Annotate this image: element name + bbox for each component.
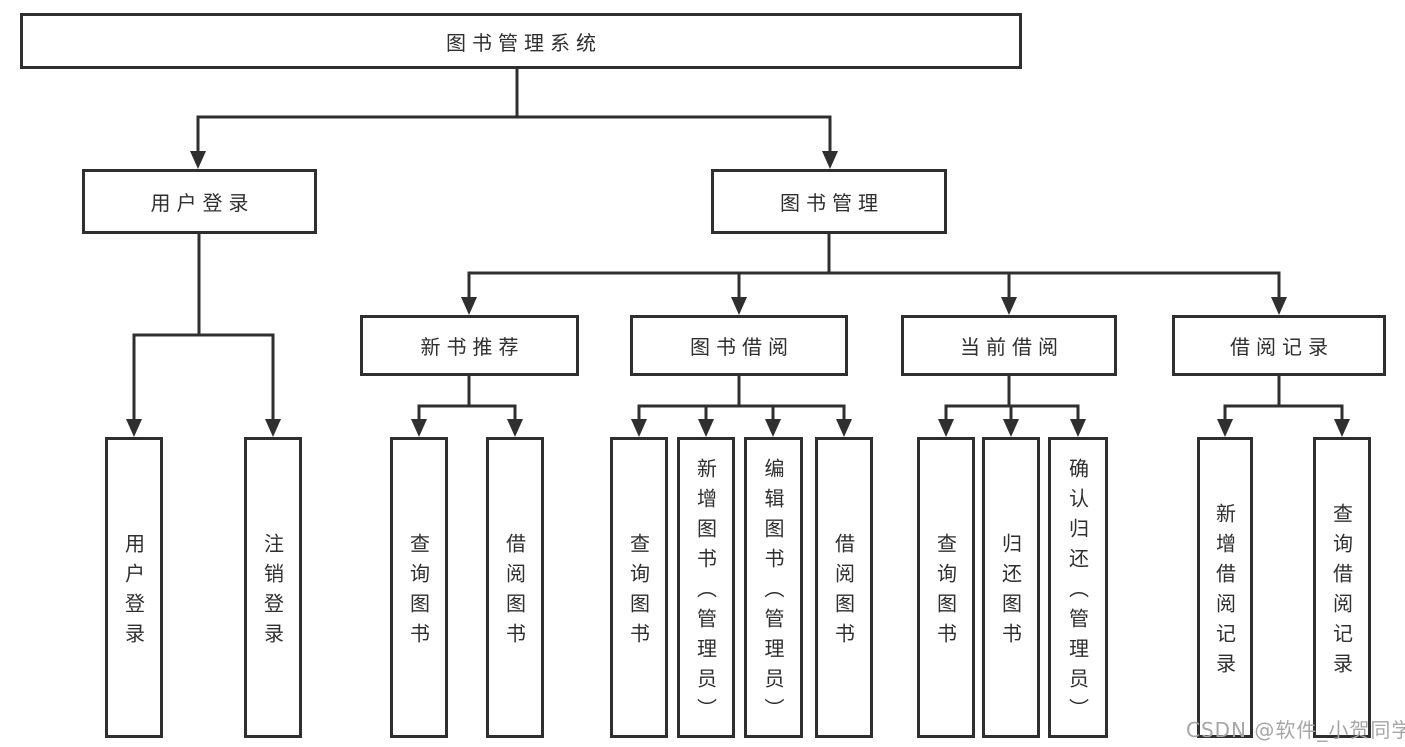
leaf-label: 查询借阅记录 <box>1329 502 1354 683</box>
leaf-recommend-borrow-books: 借阅图书 <box>486 437 544 738</box>
node-label: 新书推荐 <box>420 335 525 359</box>
leaf-borrowing-add-books-admin: 新增图书（管理员） <box>677 437 735 738</box>
node-borrowing-records: 借阅记录 <box>1172 315 1386 376</box>
leaf-label: 注销登录 <box>260 532 285 653</box>
node-new-book-recommend: 新书推荐 <box>360 315 579 376</box>
node-user-login: 用户登录 <box>82 169 317 234</box>
leaf-label: 用户登录 <box>121 532 146 653</box>
node-system-root: 图书管理系统 <box>20 13 1022 69</box>
leaf-records-query-record: 查询借阅记录 <box>1313 437 1371 738</box>
node-label: 用户登录 <box>150 191 255 215</box>
leaf-current-query-books: 查询图书 <box>917 437 975 738</box>
node-current-borrowing: 当前借阅 <box>901 315 1117 376</box>
node-label: 图书管理系统 <box>446 30 602 55</box>
leaf-borrowing-edit-books-admin: 编辑图书（管理员） <box>744 437 803 738</box>
leaf-label: 借阅图书 <box>831 532 856 653</box>
leaf-label: 借阅图书 <box>502 532 527 653</box>
leaf-label: 新增借阅记录 <box>1212 502 1237 683</box>
node-label: 图书借阅 <box>690 335 794 359</box>
leaf-borrowing-query-books: 查询图书 <box>610 437 668 738</box>
leaf-logout: 注销登录 <box>244 437 302 738</box>
leaf-records-add-record: 新增借阅记录 <box>1197 437 1253 738</box>
node-label: 借阅记录 <box>1230 335 1334 359</box>
leaf-label: 归还图书 <box>998 532 1023 653</box>
node-book-management: 图书管理 <box>711 169 947 234</box>
node-book-borrowing: 图书借阅 <box>630 315 848 376</box>
node-label: 图书管理 <box>780 191 884 215</box>
leaf-label: 查询图书 <box>626 532 651 653</box>
csdn-watermark: CSDN @软件_小贺同学 <box>1186 718 1405 742</box>
node-label: 当前借阅 <box>960 335 1064 359</box>
leaf-borrowing-borrow-books: 借阅图书 <box>815 437 873 738</box>
leaf-label: 确认归还（管理员） <box>1065 457 1090 728</box>
leaf-label: 新增图书（管理员） <box>693 457 718 728</box>
leaf-label: 查询图书 <box>933 532 958 653</box>
leaf-user-login: 用户登录 <box>105 437 163 738</box>
leaf-recommend-query-books: 查询图书 <box>390 437 448 738</box>
leaf-current-confirm-return-admin: 确认归还（管理员） <box>1048 437 1108 738</box>
leaf-label: 查询图书 <box>406 532 431 653</box>
leaf-label: 编辑图书（管理员） <box>761 457 785 728</box>
leaf-current-return-books: 归还图书 <box>982 437 1040 738</box>
